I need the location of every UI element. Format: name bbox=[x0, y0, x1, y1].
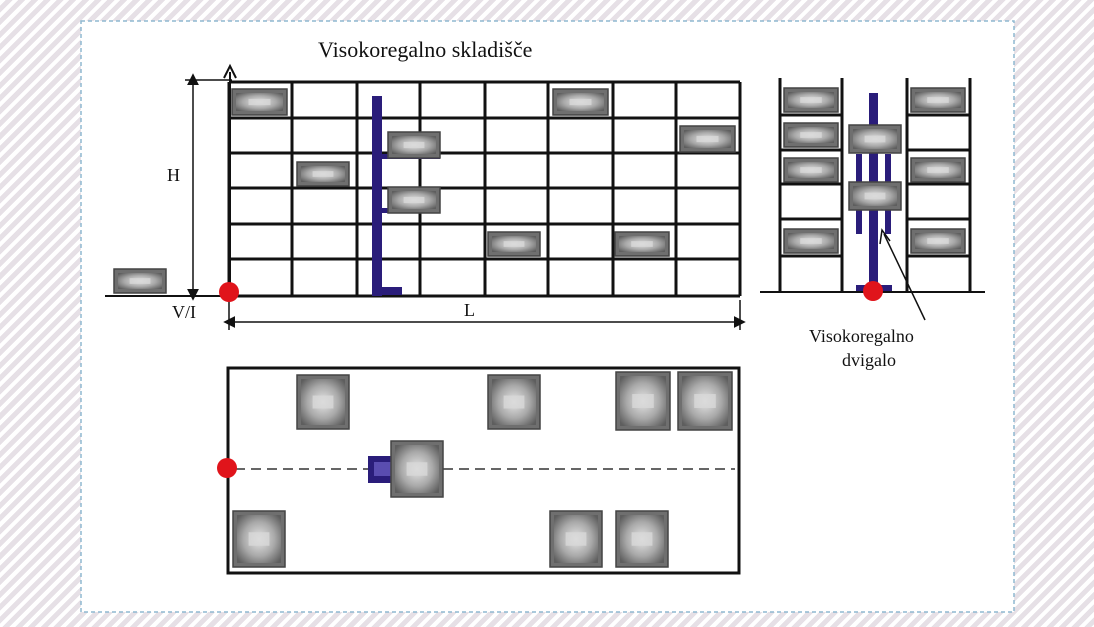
plan-box bbox=[615, 371, 671, 431]
pallet-box bbox=[783, 122, 839, 148]
crane-base bbox=[372, 287, 402, 295]
plan-box bbox=[232, 510, 286, 568]
crane-pointer-line bbox=[883, 233, 926, 321]
plan-crane-inner bbox=[374, 462, 392, 476]
plan-io-marker bbox=[217, 458, 237, 478]
length-label: L bbox=[464, 300, 475, 320]
side-elevation: Visokoregalno dvigalo bbox=[760, 78, 985, 370]
plan-box bbox=[549, 510, 603, 568]
side-io-marker bbox=[863, 281, 883, 301]
side-rack-frame bbox=[778, 78, 972, 292]
crane-label-line1: Visokoregalno bbox=[809, 326, 914, 346]
pallet-box bbox=[783, 87, 839, 113]
front-elevation: H L V/I bbox=[105, 63, 746, 330]
crane-label-line2: dvigalo bbox=[842, 350, 896, 370]
vertical-axis-arrowhead bbox=[223, 63, 237, 79]
height-label: H bbox=[167, 165, 180, 185]
plan-view bbox=[217, 366, 741, 575]
pallet-box bbox=[848, 181, 902, 211]
pallet-box bbox=[910, 157, 966, 183]
pallet-box bbox=[552, 88, 609, 116]
pallet-box bbox=[113, 268, 167, 294]
io-point-marker bbox=[219, 282, 239, 302]
pallet-box bbox=[387, 131, 441, 159]
pallet-box bbox=[231, 88, 288, 116]
pallet-box bbox=[848, 124, 902, 154]
pallet-box bbox=[910, 228, 966, 254]
side-stored-boxes bbox=[783, 87, 966, 254]
plan-box bbox=[677, 371, 733, 431]
plan-box bbox=[615, 510, 669, 568]
crane-pointer-arrowhead bbox=[879, 228, 891, 245]
pallet-box bbox=[296, 161, 350, 187]
pallet-box bbox=[487, 231, 541, 257]
diagram-title: Visokoregalno skladišče bbox=[318, 37, 532, 62]
plan-box bbox=[296, 374, 350, 430]
crane-mast bbox=[372, 96, 382, 296]
plan-box bbox=[390, 440, 444, 498]
pallet-box bbox=[910, 87, 966, 113]
plan-box bbox=[487, 374, 541, 430]
plan-boxes bbox=[232, 371, 733, 568]
pallet-box bbox=[783, 228, 839, 254]
io-point-label: V/I bbox=[172, 302, 196, 322]
pallet-box bbox=[783, 157, 839, 183]
pallet-box bbox=[679, 125, 736, 153]
pallet-box bbox=[387, 186, 441, 214]
pallet-box bbox=[614, 231, 670, 257]
stored-boxes bbox=[113, 88, 736, 294]
